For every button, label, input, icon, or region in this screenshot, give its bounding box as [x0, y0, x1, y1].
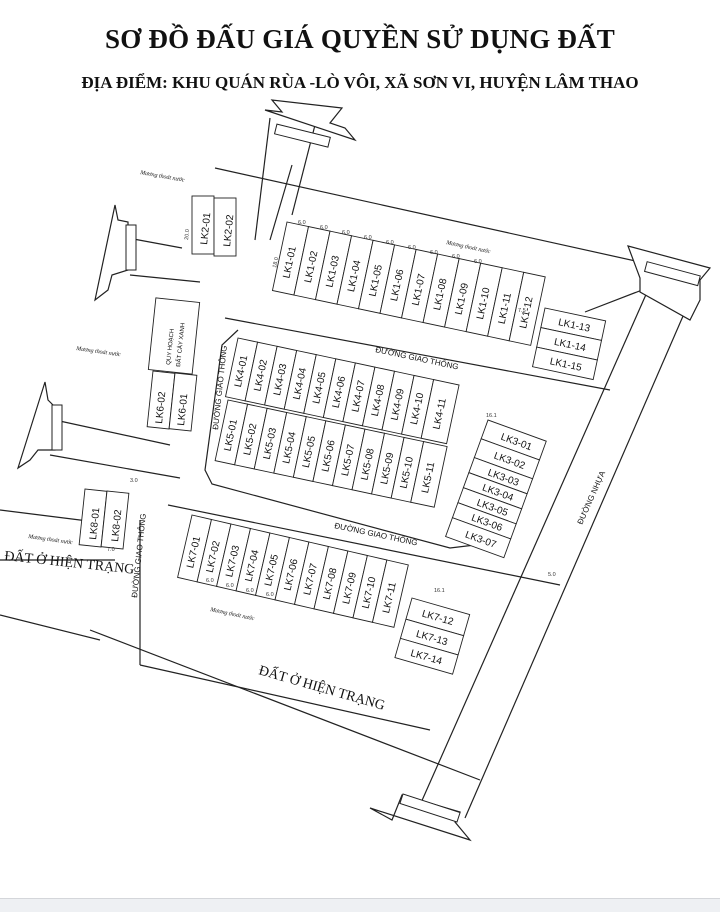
dimension-label: 6.0 [266, 592, 274, 598]
block-lk7: LK7-01 LK7-02 LK7-03 LK7-04 LK7-05 LK7-0… [177, 514, 409, 628]
lot-lk6-01[interactable] [168, 372, 198, 432]
lot-lk7-11[interactable] [371, 559, 409, 628]
map-title: SƠ ĐỒ ĐẤU GIÁ QUYỀN SỬ DỤNG ĐẤT [105, 24, 615, 54]
block-lk5: LK5-01 LK5-02 LK5-03 LK5-04 LK5-05 LK5-0… [214, 399, 448, 508]
planning-label: QUY HOẠCH [166, 329, 176, 366]
dimension-label: 6.0 [452, 254, 460, 260]
lot-lk2-02[interactable] [213, 197, 237, 257]
lot-lk1-12[interactable] [508, 271, 546, 346]
lot-lk1-15[interactable] [531, 346, 598, 381]
block-lk3: LK3-01 LK3-02 LK3-03 LK3-04 LK3-05 LK3-0… [445, 419, 547, 559]
dimension-label: 6.0 [342, 230, 350, 236]
dimension-label: 7.0 [107, 547, 115, 553]
lot-lk7-14[interactable] [394, 637, 459, 675]
road-label-upper: ĐƯỜNG GIAO THÔNG [375, 345, 460, 371]
viewer-bottom-bar [0, 898, 720, 912]
road-label-lk8: ĐƯỜNG GIAO THÔNG [130, 513, 148, 598]
lot-lk3-07[interactable] [445, 517, 512, 559]
north-arrow-icon [264, 99, 357, 148]
dimension-labels: 6.0 6.0 6.0 6.0 6.0 6.0 6.0 6.0 6.0 7.5 … [107, 220, 556, 598]
lot-lk4-11[interactable] [420, 379, 460, 445]
block-lk2: LK2-01 LK2-02 [191, 195, 237, 257]
dimension-label: 6.0 [430, 250, 438, 256]
block-lk1-end: LK1-13 LK1-14 LK1-15 [531, 307, 607, 381]
dimension-label: 3.0 [130, 478, 138, 484]
drain-label: Mương thoát nước [27, 534, 74, 546]
south-arrow-icon [369, 793, 472, 842]
dimension-label: 6.0 [226, 583, 234, 589]
planning-label: ĐẤT CÂY XANH [175, 323, 187, 368]
dimension-label: 7.5 [518, 308, 526, 314]
dimension-label: 18.0 [272, 257, 280, 269]
block-lk4: LK4-01 LK4-02 LK4-03 LK4-04 LK4-05 LK4-0… [224, 337, 460, 445]
lot-lk8-02[interactable] [100, 490, 130, 550]
dimension-label: 6.0 [474, 259, 482, 265]
existing-land-left: ĐẤT Ở HIỆN TRẠNG [4, 547, 136, 578]
lot-label: LK8-02 [110, 509, 124, 543]
planning-green-area [147, 297, 201, 375]
dimension-label: 16.1 [434, 588, 445, 594]
road-label-asphalt: ĐƯỜNG NHỰA [576, 469, 608, 526]
lot-lk5-11[interactable] [410, 441, 448, 508]
lot-label: LK6-01 [176, 393, 190, 427]
dimension-label: 16.1 [486, 413, 497, 419]
block-lk1: LK1-01 LK1-02 LK1-03 LK1-04 LK1-05 LK1-0… [271, 221, 546, 346]
drain-label: Mương thoát nước [139, 170, 186, 184]
drain-label: Mương thoát nước [75, 346, 122, 358]
dimension-label: 6.0 [206, 578, 214, 584]
block-lk6: QUY HOẠCH ĐẤT CÂY XANH LK6-02 LK6-01 [146, 297, 201, 432]
dimension-label: 6.0 [408, 245, 416, 251]
block-lk7-end: LK7-12 LK7-13 LK7-14 [394, 597, 471, 675]
dimension-label: 6.0 [298, 220, 306, 226]
road-exit-arrows [16, 99, 712, 842]
lot-label: LK2-01 [199, 212, 213, 246]
east-arrow-icon [627, 245, 712, 321]
road-label-lower: ĐƯỜNG GIAO THÔNG [334, 521, 419, 547]
west-arrow-icon [94, 204, 137, 302]
dimension-label: 6.0 [320, 225, 328, 231]
lot-label: LK6-02 [154, 391, 168, 425]
map-subtitle: ĐỊA ĐIỂM: KHU QUÁN RÙA -LÒ VÔI, XÃ SƠN V… [81, 73, 639, 92]
dimension-label: 5.0 [548, 572, 556, 578]
road-network [0, 117, 691, 819]
west-arrow-lower-icon [16, 381, 63, 470]
lot-label: LK2-02 [222, 214, 236, 248]
dimension-label: 20.0 [184, 229, 191, 240]
dimension-label: 6.0 [246, 588, 254, 594]
dimension-label: 6.0 [364, 235, 372, 241]
block-lk8: LK8-01 LK8-02 [78, 488, 130, 550]
dimension-label: 6.0 [386, 240, 394, 246]
drain-label: Mương thoát nước [209, 607, 256, 622]
lot-label: LK8-01 [88, 507, 102, 541]
